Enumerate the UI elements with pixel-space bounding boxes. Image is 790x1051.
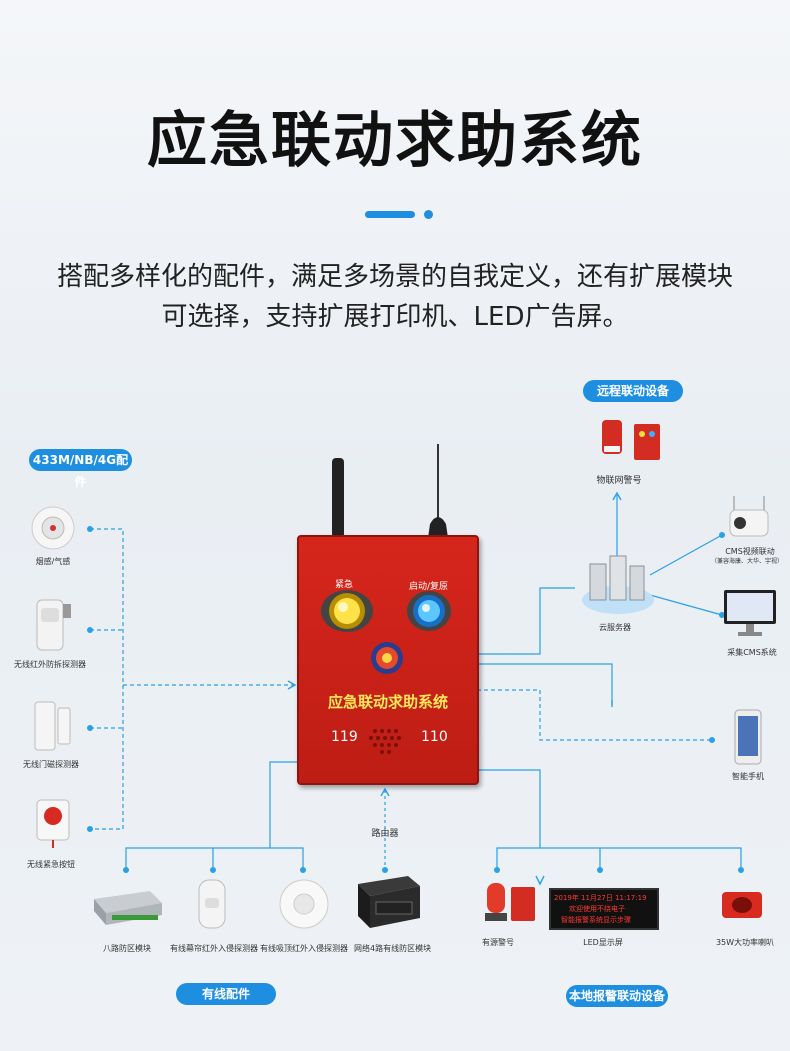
police-emblem-icon xyxy=(371,642,403,674)
door-sensor-icon xyxy=(34,701,71,751)
cloud-server-icon xyxy=(582,555,654,614)
reset-light-icon[interactable] xyxy=(403,589,455,633)
cms-video-sub-label: （兼容海康、大华、宇视） xyxy=(710,558,783,565)
smartphone-icon xyxy=(734,709,762,765)
badge-wireless: 433M/NB/4G配件 xyxy=(29,449,132,489)
title-dot xyxy=(424,210,433,219)
left-device-label-4: 无线紧急按钮 xyxy=(27,860,75,869)
smoke-detector-icon xyxy=(31,506,75,550)
led-line-2: 欢迎使用不绕电子 xyxy=(569,905,625,913)
main-control-box: 紧急 启动/复原 应急联动求助系统 119 110 xyxy=(297,535,479,785)
description-line2: 可选择，支持扩展打印机、LED广告屏。 xyxy=(161,302,629,332)
description-line1: 搭配多样化的配件，满足多场景的自我定义，还有扩展模块 xyxy=(56,262,733,292)
local-label-1: 有源警号 xyxy=(482,938,514,947)
cms-platform-label: 采集CMS系统 xyxy=(727,648,777,657)
network-zone-module-icon xyxy=(358,876,420,928)
led-display-screen: 2019年 11月27日 11:17:19 欢迎使用不绕电子 智能报警系统显示步… xyxy=(549,888,659,930)
active-siren-icon xyxy=(485,883,535,921)
cms-video-label: CMS视频联动 xyxy=(725,547,775,556)
eight-zone-module-icon xyxy=(94,891,162,925)
left-device-label-1: 烟感/气感 xyxy=(35,557,71,566)
page-title: 应急联动求助系统 xyxy=(147,106,643,176)
iot-alarm-label: 物联网警号 xyxy=(596,476,642,486)
led-line-1: 2019年 11月27日 11:17:19 xyxy=(554,894,647,902)
emergency-light-icon[interactable] xyxy=(317,589,377,633)
wired-label-3: 有线吸顶红外入侵探测器 xyxy=(260,944,348,953)
cloud-server-label: 云服务器 xyxy=(599,623,631,632)
monitor-icon xyxy=(724,590,776,636)
infrared-detector-icon xyxy=(36,599,71,651)
number-110: 110 xyxy=(421,729,448,745)
antenna-icon xyxy=(332,444,448,538)
badge-wired: 有线配件 xyxy=(176,983,276,1005)
title-underline xyxy=(365,211,415,218)
wired-label-2: 有线幕帘红外入侵探测器 xyxy=(170,944,258,953)
local-label-3: 35W大功率喇叭 xyxy=(715,938,775,947)
badge-remote: 远程联动设备 xyxy=(583,380,683,402)
badge-local: 本地报警联动设备 xyxy=(566,985,668,1007)
router-label: 路由器 xyxy=(371,829,399,839)
wired-label-4: 网络4路有线防区模块 xyxy=(354,944,432,953)
smartphone-label: 智能手机 xyxy=(732,772,764,781)
curtain-infrared-icon xyxy=(198,879,226,929)
cctv-camera-icon xyxy=(729,496,769,537)
emergency-button-icon xyxy=(36,799,70,848)
box-title: 应急联动求助系统 xyxy=(327,693,448,711)
emergency-button-label: 紧急 xyxy=(335,580,354,590)
number-119: 119 xyxy=(331,729,358,745)
horn-speaker-icon xyxy=(722,892,762,918)
wired-label-1: 八路防区模块 xyxy=(103,944,151,953)
local-label-2: LED显示屏 xyxy=(583,938,623,947)
speaker-grille-icon xyxy=(369,729,401,754)
reset-button-label: 启动/复原 xyxy=(409,582,449,592)
left-device-label-3: 无线门磁探测器 xyxy=(23,760,79,769)
left-device-label-2: 无线红外防拆探测器 xyxy=(14,660,86,669)
ceiling-infrared-icon xyxy=(279,879,329,929)
iot-alarm-icon xyxy=(602,420,660,460)
led-line-3: 智能报警系统显示步骤 xyxy=(561,916,631,924)
